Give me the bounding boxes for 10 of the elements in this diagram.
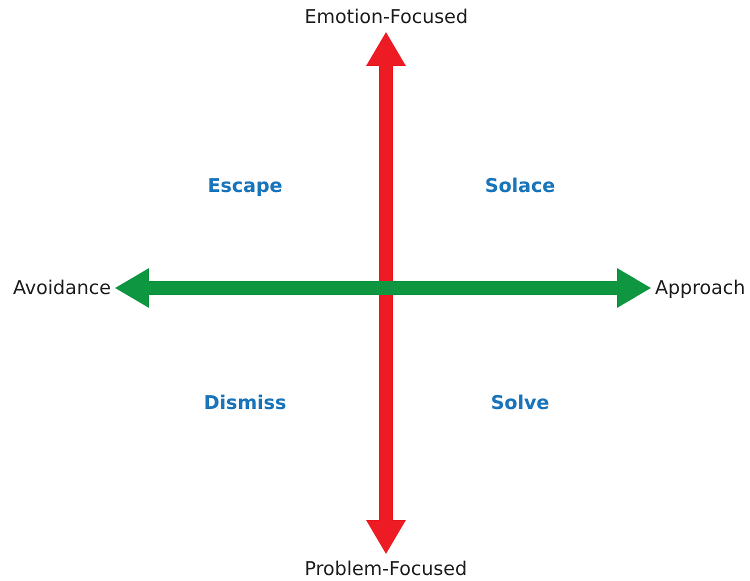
quadrant-label: Solace [484, 175, 556, 197]
axis-end-label: Problem-Focused [304, 558, 468, 580]
double-arrow [115, 268, 651, 308]
axis-end-label: Emotion-Focused [304, 6, 468, 28]
axis-end-label: Approach [655, 277, 746, 299]
axis-end-label: Avoidance [13, 277, 111, 299]
double-arrow [366, 32, 406, 554]
quadrant-label: Solve [490, 392, 550, 414]
quadrant-label: Dismiss [204, 392, 286, 414]
quadrant-label: Escape [208, 175, 282, 197]
